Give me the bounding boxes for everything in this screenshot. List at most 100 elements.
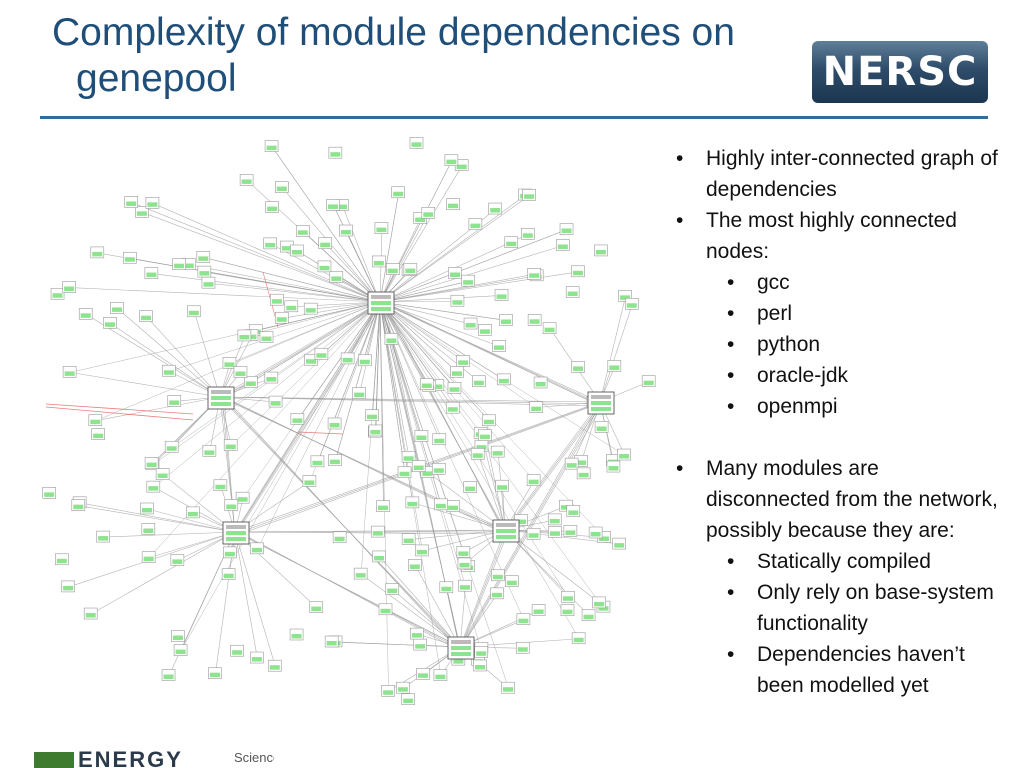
graph-node bbox=[222, 357, 237, 369]
graph-node bbox=[450, 294, 465, 307]
graph-edge bbox=[379, 195, 530, 303]
graph-node bbox=[492, 340, 506, 352]
graph-node bbox=[289, 628, 304, 641]
graph-node bbox=[381, 685, 395, 697]
graph-edge bbox=[234, 531, 317, 608]
graph-node bbox=[237, 329, 252, 342]
graph-node bbox=[482, 414, 496, 427]
footer-word: ENERGY bbox=[78, 750, 183, 768]
graph-edge bbox=[234, 301, 383, 535]
graph-node bbox=[433, 669, 448, 681]
graph-node bbox=[42, 487, 56, 499]
graph-node bbox=[473, 659, 487, 672]
bullet-item: Highly inter-connected graph of dependen… bbox=[676, 143, 1006, 205]
graph-node bbox=[581, 609, 596, 622]
graph-node bbox=[478, 324, 492, 336]
graph-node bbox=[499, 314, 513, 326]
footer-logo: ENERGY Science bbox=[34, 750, 274, 768]
graph-edge bbox=[333, 205, 381, 303]
graph-node bbox=[444, 154, 459, 166]
graph-edge bbox=[223, 396, 461, 652]
graph-node bbox=[167, 395, 182, 407]
bullet-item: perl bbox=[676, 298, 1006, 329]
graph-node bbox=[416, 668, 430, 680]
graph-node bbox=[490, 445, 505, 458]
graph-edge bbox=[485, 435, 506, 531]
graph-node bbox=[90, 246, 105, 259]
graph-node bbox=[547, 513, 562, 526]
graph-node bbox=[372, 550, 386, 563]
graph-edge bbox=[80, 502, 236, 533]
graph-node bbox=[446, 500, 460, 512]
graph-edge bbox=[381, 301, 601, 405]
graph-edge bbox=[459, 529, 508, 650]
graph-node bbox=[401, 693, 415, 705]
bullet-list: Highly inter-connected graph of dependen… bbox=[676, 143, 1006, 701]
title-line-2: genepool bbox=[76, 57, 237, 100]
graph-node bbox=[548, 526, 562, 538]
graph-edge bbox=[459, 529, 506, 648]
bullet-item: Many modules are disconnected from the n… bbox=[676, 453, 1006, 546]
graph-edge bbox=[360, 301, 381, 575]
graph-node bbox=[372, 255, 386, 268]
bullet-item: gcc bbox=[676, 267, 1006, 298]
graph-node bbox=[244, 376, 258, 388]
graph-edge bbox=[69, 287, 381, 303]
graph-node bbox=[447, 382, 462, 394]
graph-node bbox=[62, 366, 77, 378]
graph-node bbox=[213, 479, 228, 492]
graph-edge bbox=[379, 274, 535, 303]
graph-edge bbox=[379, 301, 410, 458]
graph-edge bbox=[381, 301, 506, 533]
graph-node bbox=[413, 638, 427, 651]
graph-node bbox=[448, 267, 462, 279]
graph-node bbox=[559, 223, 574, 235]
graph-edge bbox=[246, 180, 381, 303]
graph-edge bbox=[194, 311, 221, 398]
graph-node bbox=[161, 669, 176, 681]
graph-edge bbox=[409, 529, 506, 540]
graph-node bbox=[491, 569, 505, 582]
graph-node bbox=[263, 237, 277, 250]
graph-edge bbox=[297, 431, 344, 435]
graph-node bbox=[208, 667, 222, 679]
graph-edge bbox=[95, 301, 381, 421]
graph-node bbox=[542, 322, 557, 334]
graph-node bbox=[171, 630, 185, 642]
graph-node bbox=[239, 174, 254, 186]
graph-node bbox=[470, 448, 485, 460]
graph-edge bbox=[459, 401, 601, 648]
graph-node bbox=[223, 546, 237, 559]
graph-node bbox=[527, 314, 542, 326]
graph-node bbox=[270, 293, 284, 306]
graph-edge bbox=[230, 301, 381, 554]
graph-edge bbox=[342, 205, 381, 303]
footer-tag: Science bbox=[234, 750, 274, 765]
graph-node bbox=[474, 646, 489, 658]
graph-edge bbox=[97, 252, 381, 303]
graph-node bbox=[516, 613, 531, 625]
graph-node bbox=[353, 567, 368, 580]
graph-node bbox=[588, 526, 603, 539]
graph-node bbox=[431, 462, 446, 475]
graph-node bbox=[563, 525, 578, 537]
graph-node bbox=[140, 502, 154, 515]
graph-node bbox=[274, 311, 289, 324]
graph-node bbox=[332, 531, 347, 544]
graph-node bbox=[365, 409, 379, 421]
graph-node bbox=[88, 414, 103, 427]
graph-node bbox=[290, 244, 304, 257]
graph-node bbox=[576, 467, 591, 480]
graph-node bbox=[230, 644, 244, 657]
graph-edge bbox=[219, 301, 381, 398]
graph-node bbox=[295, 225, 310, 237]
graph-node bbox=[405, 496, 420, 509]
graph-node bbox=[186, 506, 200, 519]
graph-edge bbox=[234, 301, 381, 533]
graph-edge bbox=[219, 396, 601, 403]
bullet-item: Dependencies haven’t been modelled yet bbox=[676, 639, 1006, 701]
graph-node bbox=[529, 401, 544, 413]
graph-edge bbox=[379, 271, 579, 303]
graph-edge bbox=[379, 301, 472, 325]
graph-edge bbox=[379, 194, 526, 303]
